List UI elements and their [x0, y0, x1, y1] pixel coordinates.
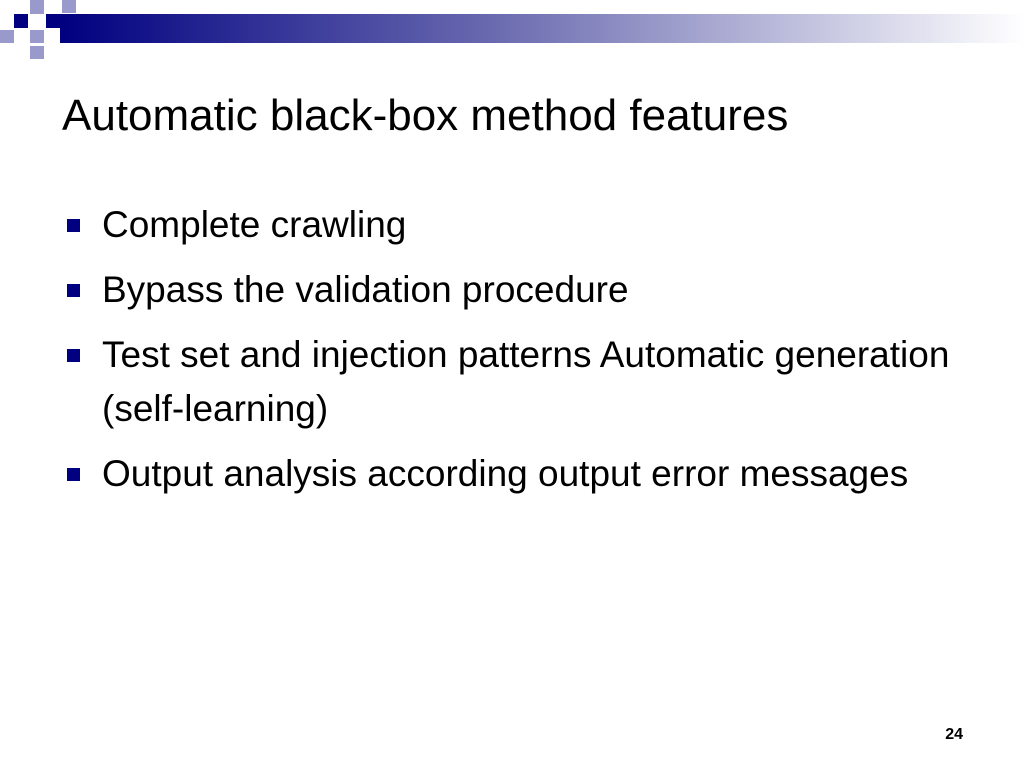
deco-square: [62, 0, 76, 13]
square-bullet-icon: [67, 284, 80, 297]
deco-square: [46, 14, 60, 28]
square-bullet-icon: [67, 468, 80, 481]
bullet-item: Output analysis according output error m…: [62, 447, 962, 501]
bullet-item: Bypass the validation procedure: [62, 263, 962, 317]
deco-square: [30, 30, 44, 43]
header-gradient-bar: [60, 14, 1024, 43]
deco-square: [14, 14, 28, 28]
bullet-list: Complete crawling Bypass the validation …: [62, 198, 962, 512]
bullet-item: Test set and injection patterns Automati…: [62, 328, 962, 436]
page-number: 24: [945, 726, 963, 743]
bullet-text: Bypass the validation procedure: [102, 269, 629, 310]
deco-square: [30, 0, 44, 14]
bullet-text: Output analysis according output error m…: [102, 453, 909, 494]
bullet-text: Complete crawling: [102, 204, 407, 245]
square-bullet-icon: [67, 349, 80, 362]
slide-title: Automatic black-box method features: [62, 91, 789, 140]
square-bullet-icon: [67, 219, 80, 232]
header-checkered-decoration: [0, 0, 1024, 59]
deco-square: [0, 30, 14, 43]
bullet-item: Complete crawling: [62, 198, 962, 252]
deco-square: [30, 46, 44, 59]
bullet-text: Test set and injection patterns Automati…: [102, 334, 950, 429]
